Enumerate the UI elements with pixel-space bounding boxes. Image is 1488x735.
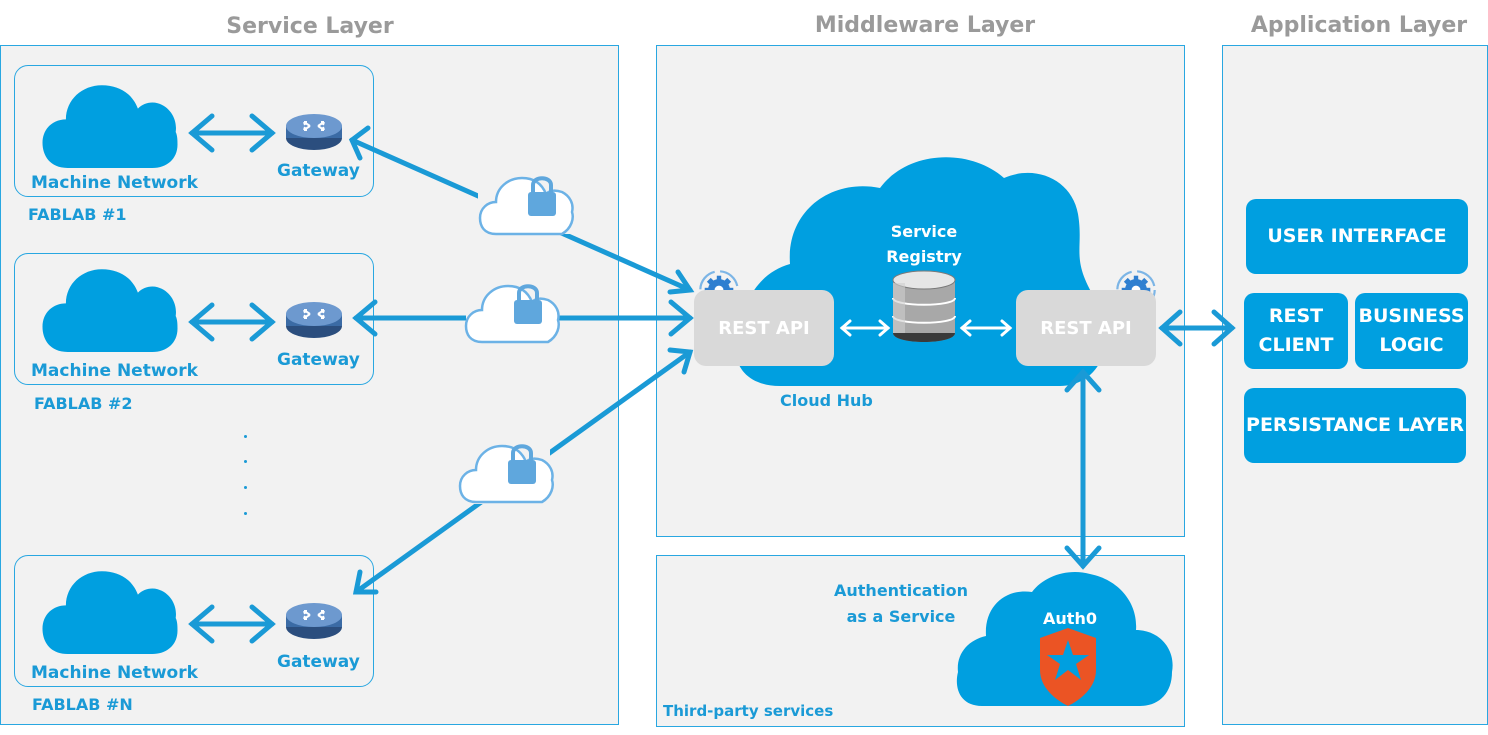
gateway-label: Gateway xyxy=(277,652,360,672)
fablab-name: FABLAB #1 xyxy=(28,205,127,224)
business-logic-block: BUSINESS LOGIC xyxy=(1355,293,1468,369)
fablab-name: FABLAB #N xyxy=(32,695,133,714)
rest-api-right: REST API xyxy=(1016,290,1156,366)
ellipsis-dot xyxy=(244,486,247,489)
user-interface-block: USER INTERFACE xyxy=(1246,199,1468,274)
rest-api-left: REST API xyxy=(694,290,834,366)
gateway-label: Gateway xyxy=(277,350,360,370)
fablab-name: FABLAB #2 xyxy=(34,394,133,413)
machine-network-label: Machine Network xyxy=(31,361,198,381)
third-party-label: Third-party services xyxy=(663,702,834,720)
rest-client-block: REST CLIENT xyxy=(1244,293,1348,369)
machine-network-cloud-icon xyxy=(42,85,178,168)
persistance-layer-block: PERSISTANCE LAYER xyxy=(1244,388,1466,463)
ellipsis-dot xyxy=(244,460,247,463)
gateway-label: Gateway xyxy=(277,161,360,181)
router-icon xyxy=(285,301,343,339)
machine-network-label: Machine Network xyxy=(31,663,198,683)
database-icon xyxy=(892,270,956,342)
authentication-caption: Authentication as a Service xyxy=(834,581,968,626)
machine-network-cloud-icon xyxy=(42,571,178,654)
machine-network-label: Machine Network xyxy=(31,173,198,193)
cloud-hub-label: Cloud Hub xyxy=(780,391,873,410)
ellipsis-dot xyxy=(244,512,247,515)
router-icon xyxy=(285,113,343,151)
ellipsis-dot xyxy=(244,435,247,438)
service-registry-label: Service Registry xyxy=(886,222,962,266)
middleware-layer-title: Middleware Layer xyxy=(814,13,1036,38)
machine-network-cloud-icon xyxy=(42,269,178,352)
router-icon xyxy=(285,602,343,640)
auth0-shield-icon xyxy=(1040,628,1096,706)
application-layer-title: Application Layer xyxy=(1250,13,1468,38)
service-layer-title: Service Layer xyxy=(226,14,394,39)
application-layer-panel xyxy=(1222,45,1488,725)
auth0-label: Auth0 xyxy=(1043,609,1097,628)
